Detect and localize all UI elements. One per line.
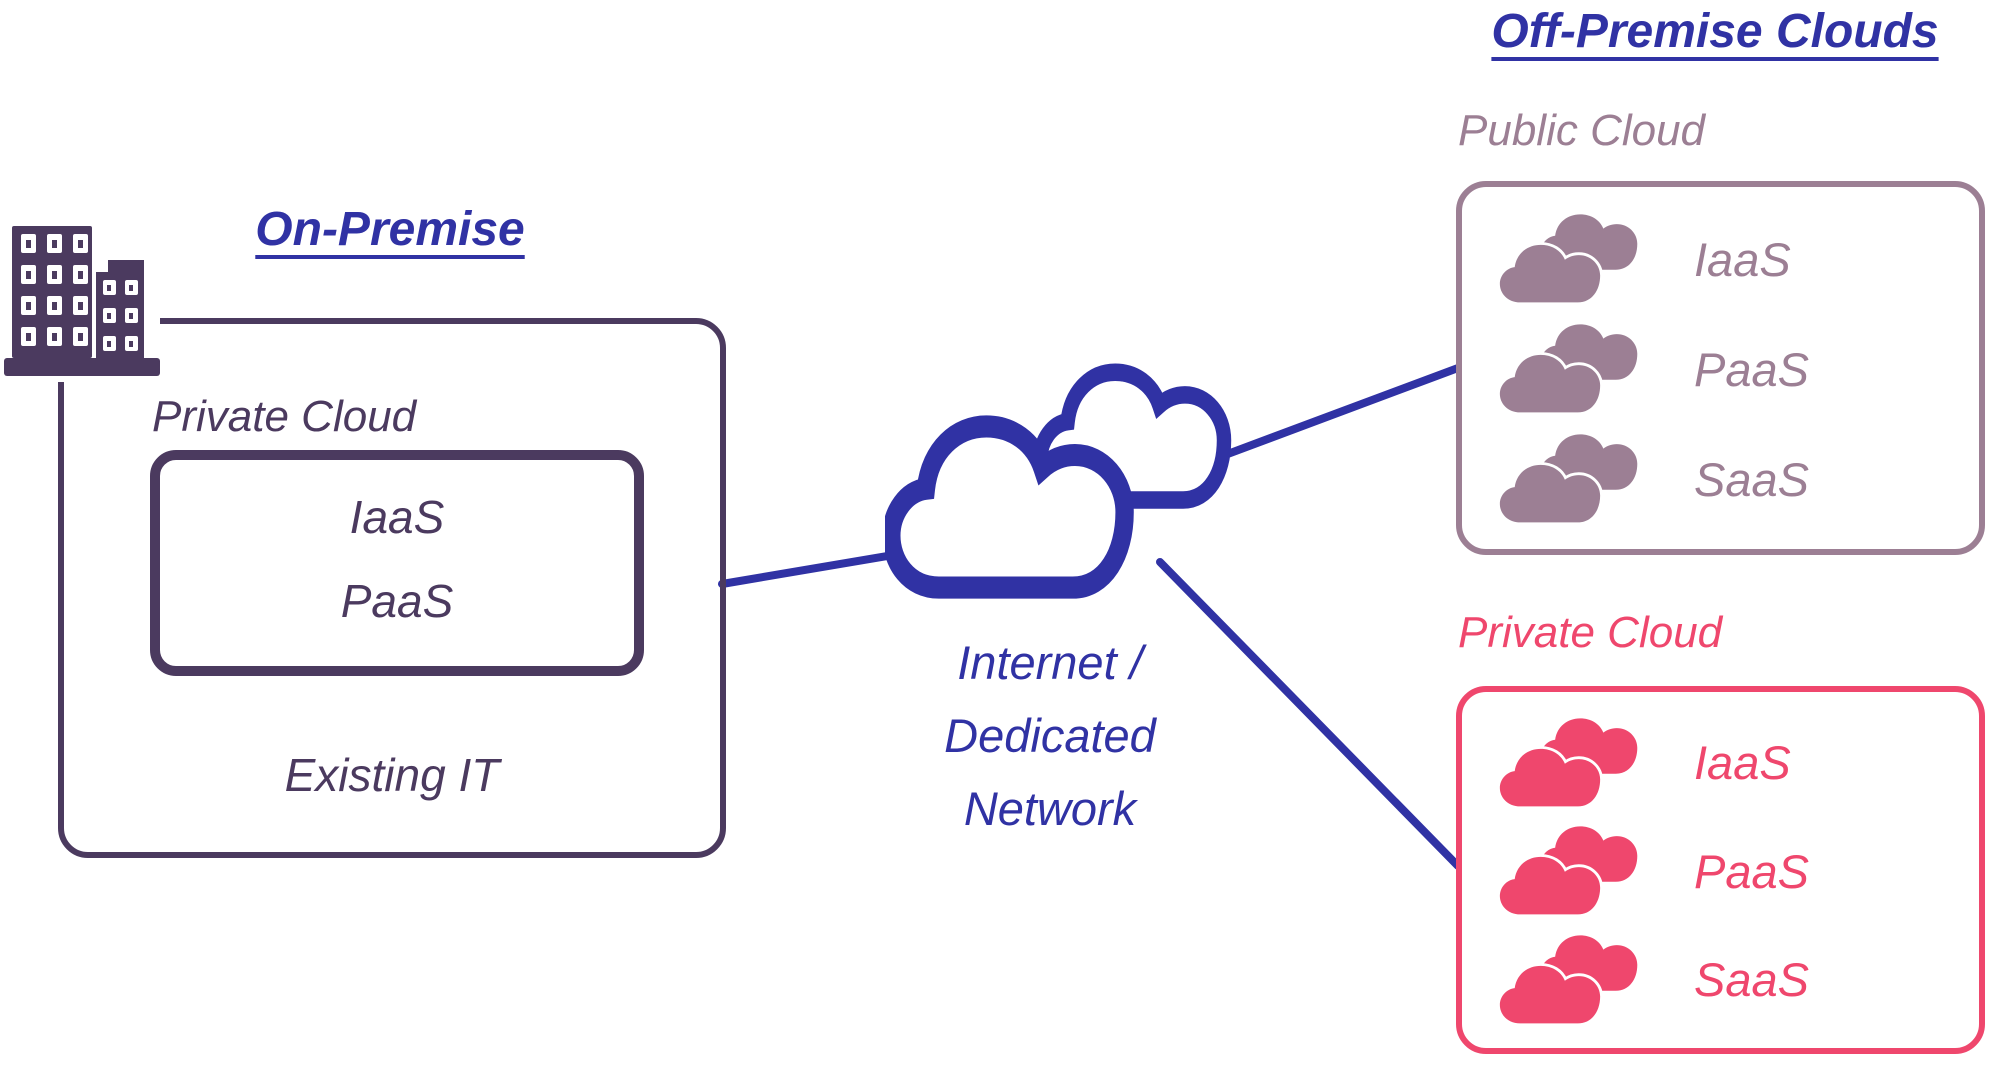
on-premise-private-cloud-label: Private Cloud — [152, 392, 417, 441]
network-label-line1: Internet / — [957, 636, 1143, 689]
private-cloud-row-iaas: IaaS — [1498, 713, 1979, 813]
double-cloud-icon — [1498, 434, 1638, 529]
existing-it-label: Existing IT — [284, 749, 500, 801]
internet-cloud-icon — [885, 358, 1265, 603]
double-cloud-icon — [1498, 324, 1638, 419]
network-label-line2: Dedicated — [944, 709, 1156, 762]
off-premise-title: Off-Premise Clouds — [1491, 5, 1939, 58]
public-service-saas: SaaS — [1694, 452, 1809, 506]
on-premise-private-cloud-box: IaaS PaaS — [150, 450, 644, 676]
double-cloud-icon — [1498, 826, 1638, 921]
private-service-iaas: IaaS — [1694, 736, 1791, 789]
double-cloud-icon — [1498, 214, 1638, 309]
public-cloud-row-iaas: IaaS — [1498, 209, 1979, 309]
double-cloud-icon — [1498, 934, 1638, 1030]
building-icon — [4, 218, 160, 382]
on-premise-service-iaas: IaaS — [349, 491, 445, 543]
public-service-paas: PaaS — [1694, 342, 1809, 396]
off-premise-private-cloud-box: IaaS PaaS SaaS — [1456, 686, 1985, 1054]
on-premise-box — [58, 318, 726, 858]
link-network-to-public-cloud — [1221, 364, 1462, 459]
public-cloud-row-paas: PaaS — [1498, 319, 1979, 419]
private-service-paas: PaaS — [1694, 844, 1809, 898]
public-cloud-row-saas: SaaS — [1498, 429, 1979, 529]
on-premise-title: On-Premise — [255, 203, 525, 256]
private-cloud-row-paas: PaaS — [1498, 821, 1979, 921]
private-service-saas: SaaS — [1694, 953, 1809, 1006]
link-network-to-private-cloud — [1156, 558, 1462, 870]
public-service-iaas: IaaS — [1694, 232, 1791, 286]
double-cloud-icon — [1498, 717, 1638, 813]
off-premise-private-cloud-label: Private Cloud — [1458, 608, 1723, 657]
network-label: Internet / Dedicated Network — [835, 626, 1265, 845]
public-cloud-label: Public Cloud — [1458, 106, 1706, 155]
network-label-line3: Network — [963, 782, 1137, 835]
private-cloud-row-saas: SaaS — [1498, 930, 1979, 1030]
public-cloud-box: IaaS PaaS SaaS — [1456, 181, 1985, 555]
on-premise-service-paas: PaaS — [340, 575, 454, 627]
